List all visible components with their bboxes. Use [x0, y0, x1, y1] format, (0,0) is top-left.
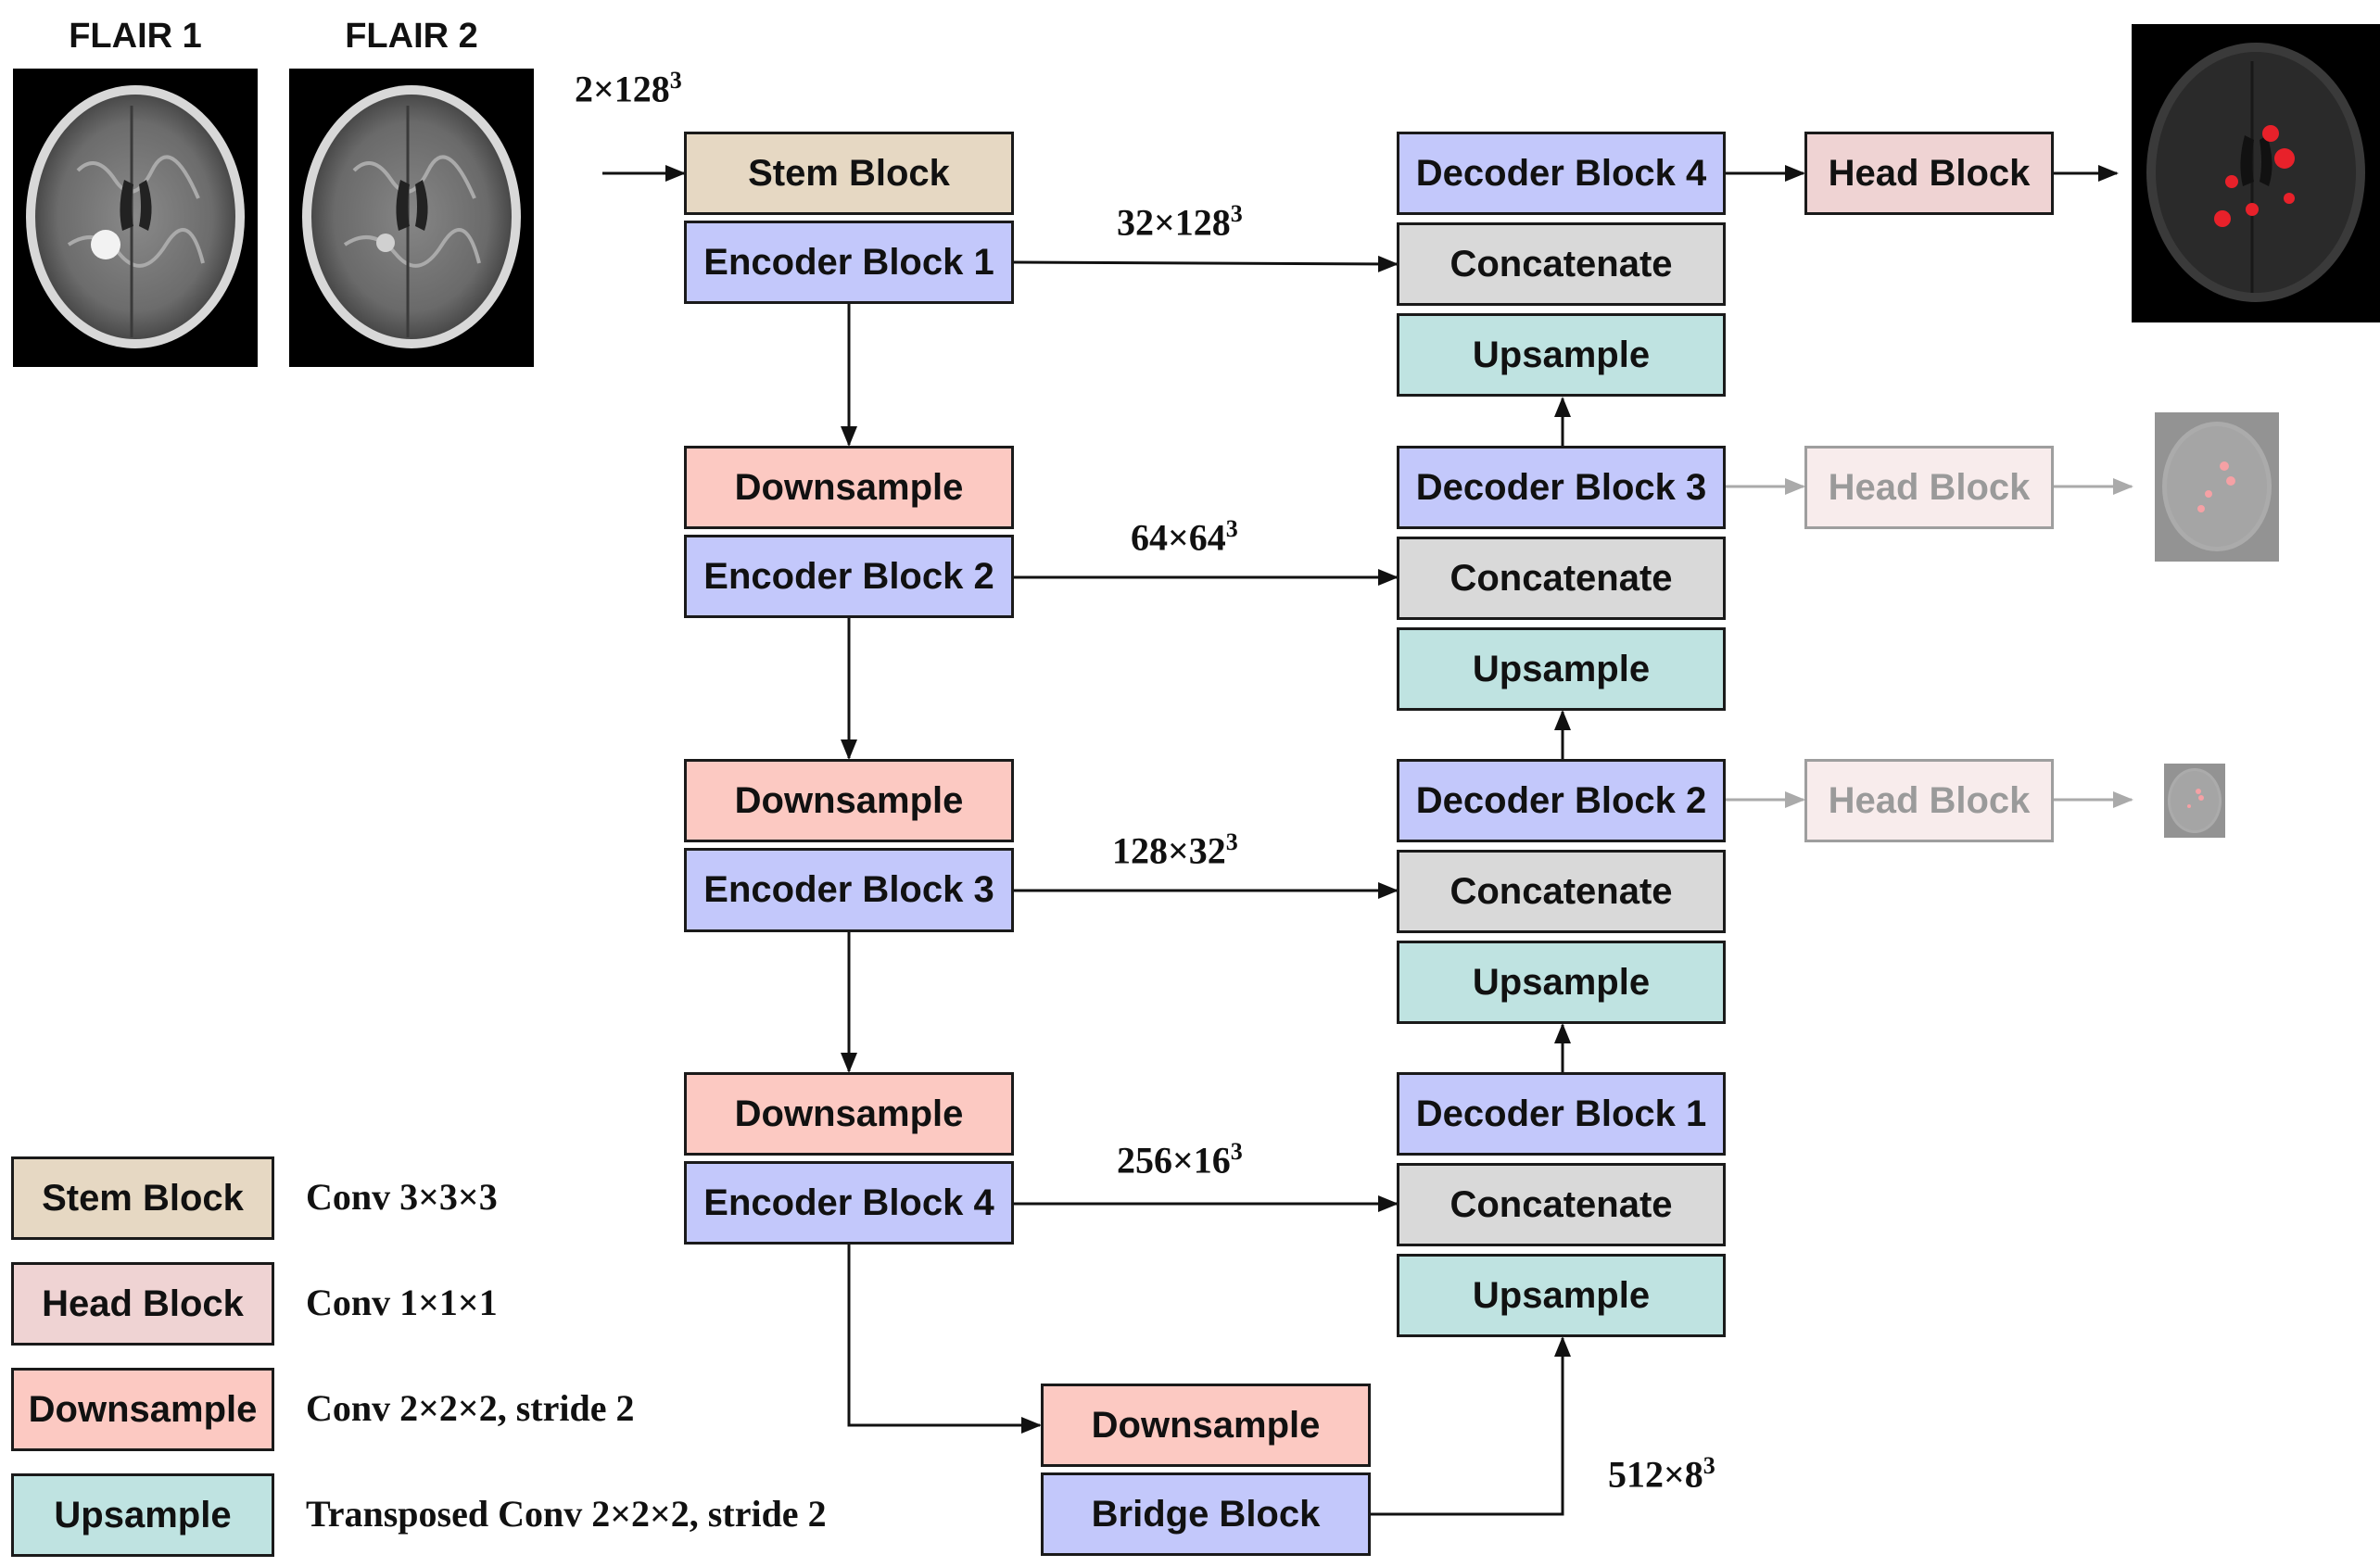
dim-bridge: 512×83	[1608, 1452, 1715, 1496]
encoder-block-1: Encoder Block 1	[684, 221, 1014, 304]
flair2-image	[289, 69, 534, 367]
legend-downsample-desc: Conv 2×2×2, stride 2	[306, 1387, 635, 1429]
upsample-4: Upsample	[1397, 313, 1726, 397]
dim-skip2: 64×643	[1131, 515, 1238, 559]
arrow-enc4-to-bridge	[847, 1245, 1042, 1434]
encoder-block-4: Encoder Block 4	[684, 1161, 1014, 1245]
output-aux-image-1	[2155, 412, 2279, 562]
flair1-image	[13, 69, 258, 367]
decoder-block-4: Decoder Block 4	[1397, 132, 1726, 215]
downsample-2: Downsample	[684, 759, 1014, 842]
dim-skip1: 32×1283	[1117, 200, 1243, 244]
concatenate-4: Concatenate	[1397, 222, 1726, 306]
legend-head-swatch: Head Block	[11, 1262, 274, 1346]
concatenate-3: Concatenate	[1397, 537, 1726, 620]
head-block-aux-1: Head Block	[1804, 446, 2054, 529]
bridge-downsample: Downsample	[1041, 1384, 1371, 1467]
encoder-block-3: Encoder Block 3	[684, 848, 1014, 932]
decoder-block-3: Decoder Block 3	[1397, 446, 1726, 529]
encoder-block-2: Encoder Block 2	[684, 535, 1014, 618]
head-block-aux-2: Head Block	[1804, 759, 2054, 842]
downsample-1: Downsample	[684, 446, 1014, 529]
legend-stem-desc: Conv 3×3×3	[306, 1176, 498, 1218]
legend-upsample-desc: Transposed Conv 2×2×2, stride 2	[306, 1493, 827, 1535]
flair2-label: FLAIR 2	[345, 17, 478, 56]
dim-input: 2×1283	[575, 67, 682, 110]
decoder-block-1: Decoder Block 1	[1397, 1072, 1726, 1156]
legend-upsample-swatch: Upsample	[11, 1473, 274, 1557]
bridge-block: Bridge Block	[1041, 1472, 1371, 1556]
upsample-1: Upsample	[1397, 1254, 1726, 1337]
head-block-main: Head Block	[1804, 132, 2054, 215]
upsample-2: Upsample	[1397, 941, 1726, 1024]
upsample-3: Upsample	[1397, 627, 1726, 711]
concatenate-2: Concatenate	[1397, 850, 1726, 933]
arrow-skip1	[1013, 255, 1399, 272]
legend-downsample-swatch: Downsample	[11, 1368, 274, 1451]
downsample-3: Downsample	[684, 1072, 1014, 1156]
dim-skip4: 256×163	[1117, 1138, 1243, 1182]
concatenate-1: Concatenate	[1397, 1163, 1726, 1246]
decoder-block-2: Decoder Block 2	[1397, 759, 1726, 842]
stem-block: Stem Block	[684, 132, 1014, 215]
arrow-bridge-to-up1	[1371, 1336, 1571, 1516]
flair1-label: FLAIR 1	[69, 17, 202, 56]
legend-stem-swatch: Stem Block	[11, 1156, 274, 1240]
output-aux-image-2	[2164, 764, 2225, 838]
dim-skip3: 128×323	[1112, 828, 1238, 872]
legend-head-desc: Conv 1×1×1	[306, 1282, 498, 1323]
output-segmentation-image	[2132, 24, 2380, 322]
